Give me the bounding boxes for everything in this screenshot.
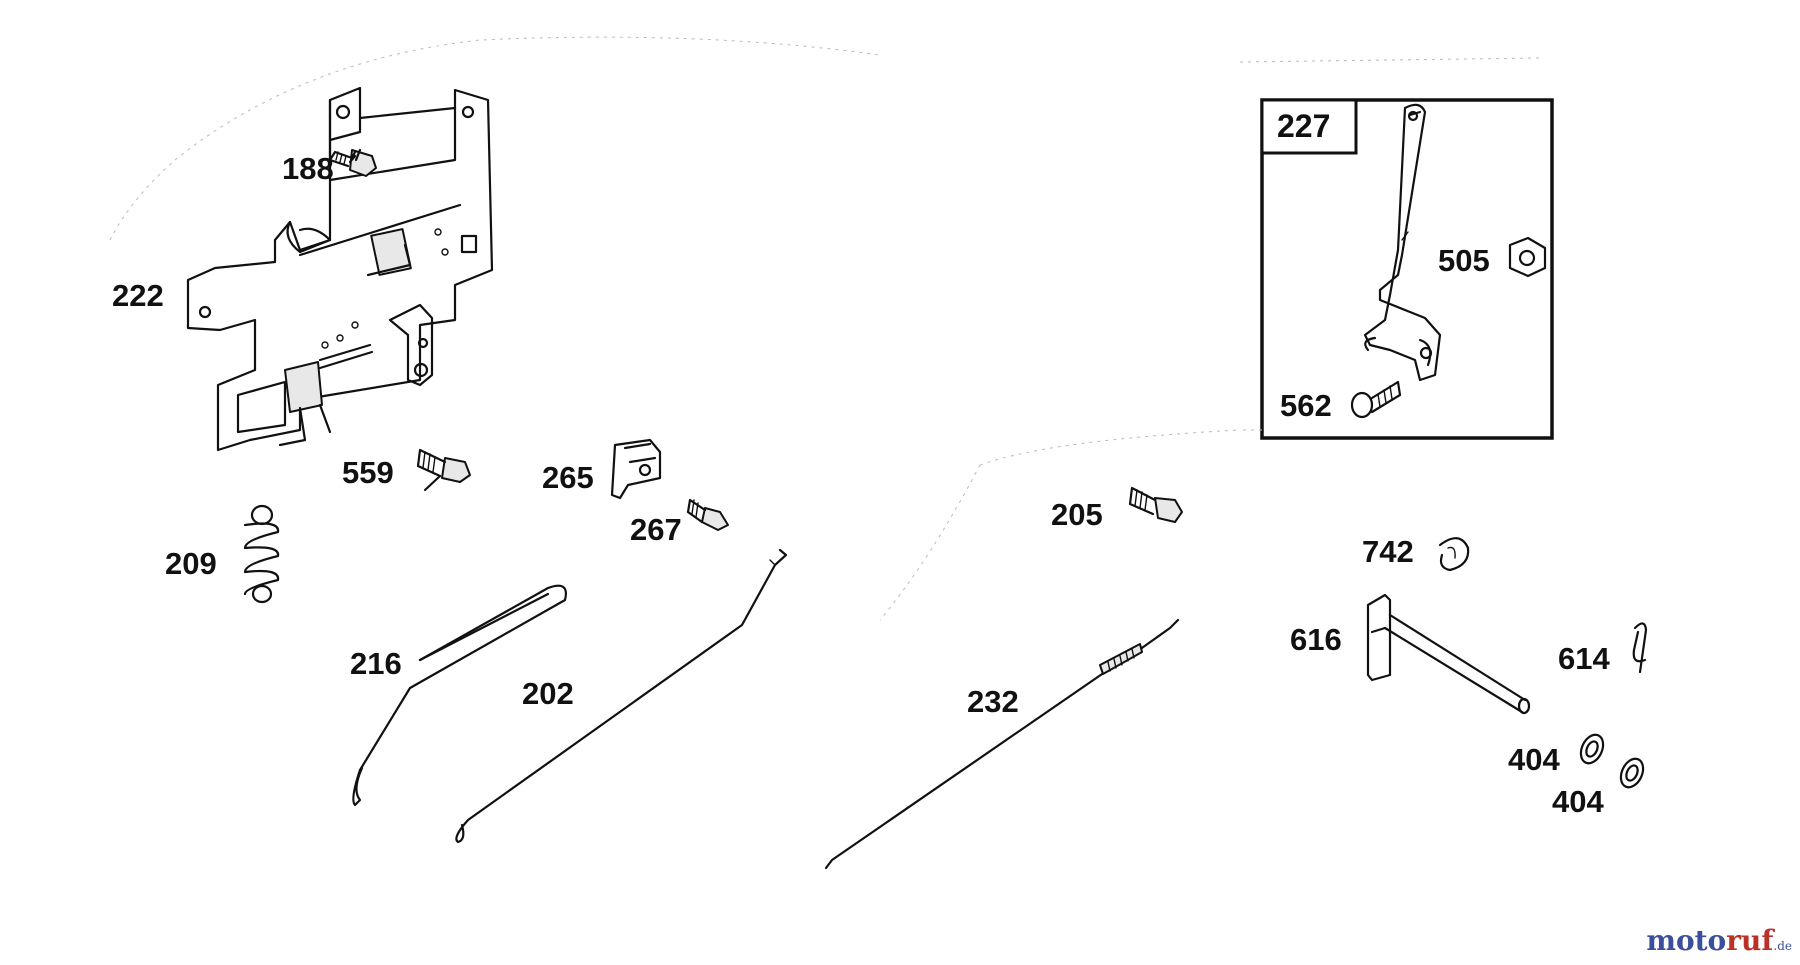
screw-559 bbox=[416, 448, 471, 492]
guide-line bbox=[879, 464, 981, 621]
screw-562 bbox=[1350, 380, 1402, 419]
watermark-part-ruf: ruf bbox=[1726, 924, 1774, 957]
control-bracket-222 bbox=[186, 86, 494, 452]
label-202: 202 bbox=[522, 676, 574, 711]
nut-505 bbox=[1508, 236, 1547, 278]
guide-line bbox=[109, 159, 176, 241]
pin-614 bbox=[1632, 622, 1648, 674]
guide-line bbox=[979, 429, 1241, 466]
label-216: 216 bbox=[350, 646, 402, 681]
spring-209 bbox=[243, 504, 280, 604]
label-404-upper: 404 bbox=[1508, 742, 1560, 777]
label-232: 232 bbox=[967, 684, 1019, 719]
label-265: 265 bbox=[542, 460, 594, 495]
screw-188 bbox=[328, 148, 377, 177]
label-559: 559 bbox=[342, 455, 394, 490]
label-222: 222 bbox=[112, 278, 164, 313]
washer-404-upper bbox=[1579, 733, 1605, 765]
label-505: 505 bbox=[1438, 243, 1490, 278]
screw-205 bbox=[1128, 486, 1183, 523]
label-209: 209 bbox=[165, 546, 217, 581]
label-614: 614 bbox=[1558, 641, 1610, 676]
label-227: 227 bbox=[1277, 108, 1331, 144]
shaft-616 bbox=[1366, 593, 1531, 715]
inset-box-227 bbox=[1260, 98, 1554, 440]
guide-line bbox=[1239, 57, 1541, 63]
watermark-part-de: .de bbox=[1773, 939, 1792, 953]
label-742: 742 bbox=[1362, 534, 1414, 569]
link-rod-202 bbox=[455, 548, 788, 844]
guide-line bbox=[174, 36, 881, 161]
label-404-lower: 404 bbox=[1552, 784, 1604, 819]
rod-216 bbox=[352, 584, 567, 807]
cable-232 bbox=[824, 618, 1180, 870]
watermark-part-moto: moto bbox=[1646, 924, 1727, 957]
label-205: 205 bbox=[1051, 497, 1103, 532]
label-267: 267 bbox=[630, 512, 682, 547]
watermark-logo: motoruf.de bbox=[1646, 927, 1792, 955]
screw-267 bbox=[686, 498, 729, 531]
label-562: 562 bbox=[1280, 388, 1332, 423]
clip-742 bbox=[1438, 537, 1470, 572]
label-616: 616 bbox=[1290, 622, 1342, 657]
label-188: 188 bbox=[282, 151, 334, 186]
clip-265 bbox=[610, 438, 662, 500]
washer-404-lower bbox=[1619, 757, 1645, 789]
